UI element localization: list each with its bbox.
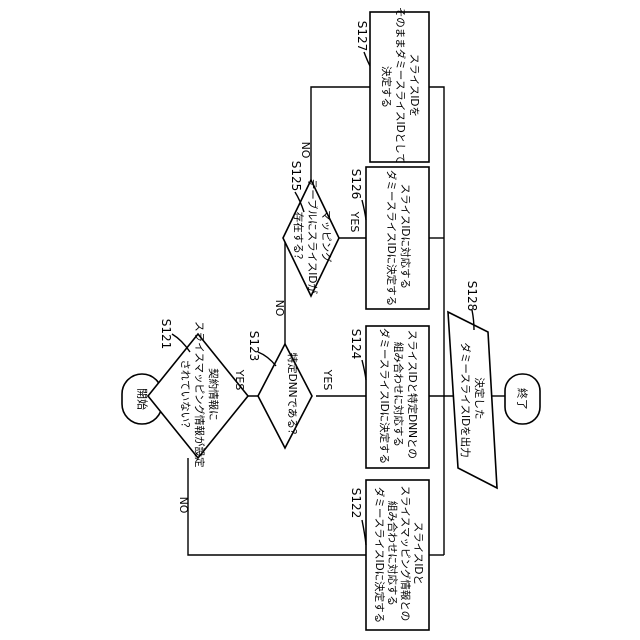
output-s128-line-1: 決定した	[473, 377, 486, 419]
decision-s121-line-1: 契約情報に	[207, 368, 220, 421]
step-s127: S127	[355, 21, 369, 52]
output-s128-line-2: ダミースライスIDを出力	[459, 342, 472, 457]
process-s124-text: スライスIDと特定DNNとの 組み合わせに対応する ダミースライスIDに決定する	[378, 328, 419, 464]
decision-s121: 契約情報に スライスマッピング情報が設定 されていない？ S121	[148, 319, 248, 471]
process-s124-line-3: ダミースライスIDに決定する	[378, 328, 391, 464]
step-s121: S121	[159, 319, 173, 350]
decision-s125-line-1: マッピング	[320, 210, 333, 263]
no-label-s125: NO	[299, 142, 312, 159]
step-s126: S126	[349, 169, 363, 200]
yes-label-s123: YES	[321, 369, 334, 391]
process-s122-line-3: 組み合わせに対応する	[386, 501, 399, 606]
end-terminal: 終了	[505, 374, 540, 424]
decision-s121-line-2: スライスマッピング情報が設定	[193, 321, 206, 468]
step-s125: S125	[289, 161, 303, 192]
yes-label-s125: YES	[348, 211, 361, 233]
process-s126-line-1: スライスIDに対応する	[399, 184, 412, 289]
end-label: 終了	[516, 388, 530, 410]
process-s122-line-1: スライスIDと	[412, 522, 424, 585]
process-s127-line-3: 決定する	[380, 66, 393, 108]
no-label-s123: NO	[273, 300, 286, 317]
decision-s123-text: 特定DNNである？	[286, 353, 299, 440]
decision-s125-line-3: 存在する？	[292, 212, 305, 265]
step-s122: S122	[349, 488, 363, 519]
process-s124: スライスIDと特定DNNとの 組み合わせに対応する ダミースライスIDに決定する…	[349, 326, 429, 468]
decision-s121-text: 契約情報に スライスマッピング情報が設定 されていない？	[179, 321, 220, 471]
process-s122-line-2: スライスマッピング情報との	[399, 485, 412, 621]
yes-label-s121: YES	[233, 369, 246, 391]
process-s127-line-2: そのままダミースライスIDとして	[394, 7, 407, 164]
process-s124-line-2: 組み合わせに対応する	[392, 342, 405, 447]
no-label-s121: NO	[177, 497, 190, 514]
process-s122-line-4: ダミースライスIDに決定する	[373, 487, 386, 623]
process-s127-line-1: スライスIDを	[408, 54, 420, 117]
process-s124-line-1: スライスIDと特定DNNとの	[406, 330, 419, 459]
step-s123: S123	[247, 331, 261, 362]
decision-s121-line-3: されていない？	[179, 359, 191, 432]
decision-s123: 特定DNNである？ S123	[247, 331, 312, 448]
step-s128: S128	[465, 281, 479, 312]
start-label: 開始	[136, 388, 150, 410]
output-s128: 決定した ダミースライスIDを出力 S128	[448, 281, 497, 488]
step-s124: S124	[349, 329, 363, 360]
decision-s125: マッピング テーブルにスライスIDが 存在する？ S125	[283, 161, 339, 298]
decision-s125-line-2: テーブルにスライスIDが	[306, 179, 319, 295]
process-s126-line-2: ダミースライスIDに決定する	[385, 170, 398, 306]
